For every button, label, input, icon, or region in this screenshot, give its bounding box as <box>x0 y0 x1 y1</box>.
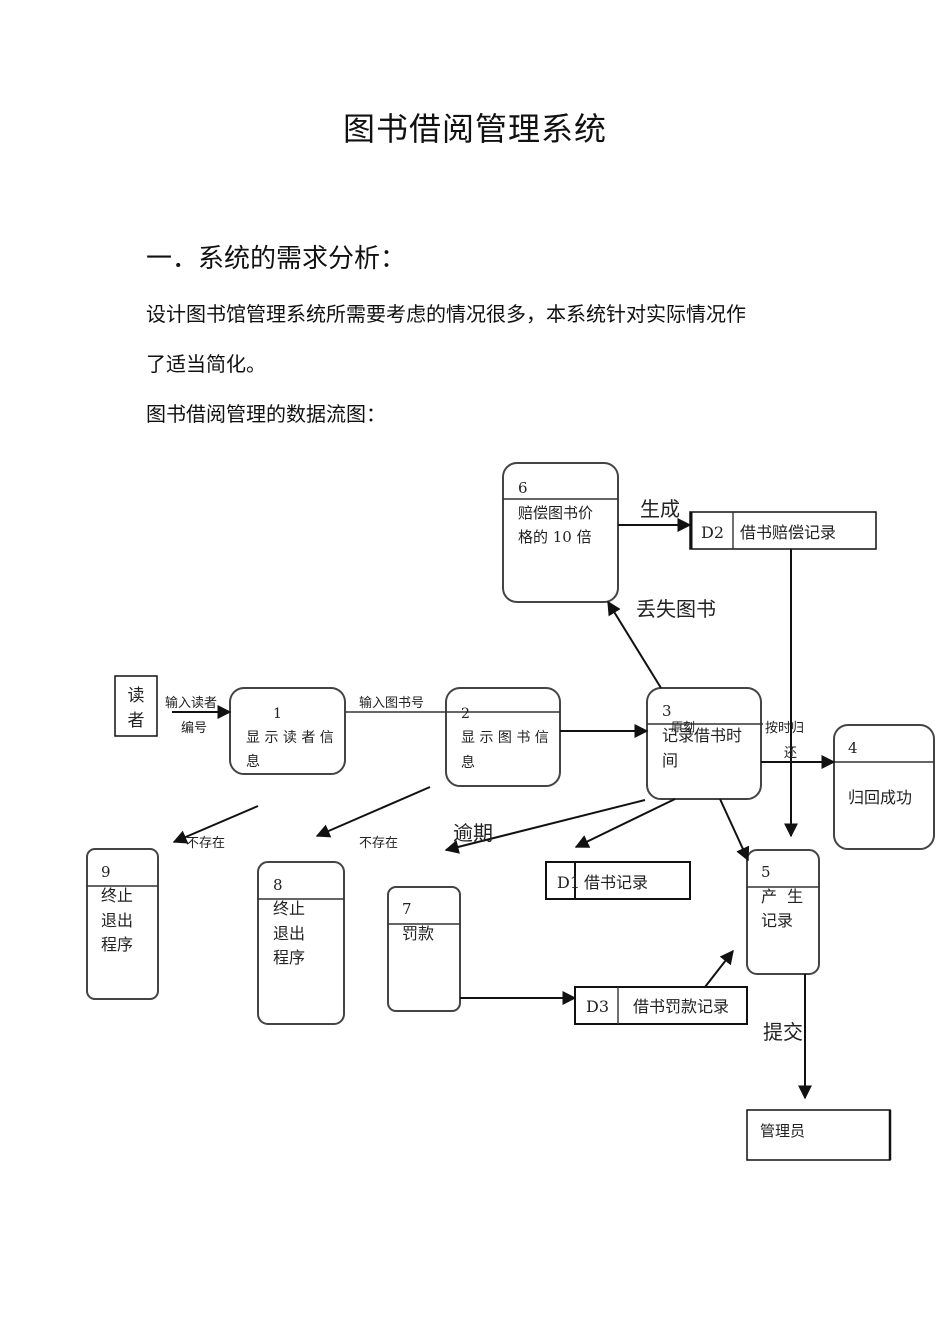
store-d2-name: 借书赔偿记录 <box>740 523 836 542</box>
admin-label: 管理员 <box>760 1122 805 1140</box>
label-submit: 提交 <box>763 1020 803 1044</box>
paragraph-line-1: 设计图书馆管理系统所需要考虑的情况很多，本系统针对实际情况作 <box>146 302 746 326</box>
label-not-exist-a: 不存在 <box>186 836 225 851</box>
process-6-line-2: 格的 10 倍 <box>518 528 592 546</box>
process-6-line-1: 赔偿图书价 <box>518 504 593 522</box>
process-3-line-2: 间 <box>662 751 678 770</box>
process-6-id: 6 <box>518 479 528 497</box>
document-title: 图书借阅管理系统 <box>342 110 607 148</box>
process-8-line-3: 程序 <box>273 948 305 967</box>
flow-p2-to-p8 <box>315 786 431 838</box>
process-7-line-1: 罚款 <box>402 924 434 943</box>
process-9-line-1: 终止 <box>101 886 133 905</box>
label-overdue: 逾期 <box>453 821 493 845</box>
process-7: 7 罚款 <box>387 886 461 1012</box>
section-heading: 一．系统的需求分析： <box>146 244 407 274</box>
process-9: 9 终止 退出 程序 <box>86 848 159 1000</box>
label-lost-book: 丢失图书 <box>636 597 716 621</box>
process-8-line-1: 终止 <box>273 899 305 918</box>
process-2: 2 显 示 图 书 信 息 <box>445 687 561 787</box>
label-input-reader-1: 输入读者 <box>165 695 217 711</box>
store-d3-name: 借书罚款记录 <box>633 997 729 1016</box>
process-3: 3 原刻 记录借书时 间 <box>646 687 762 800</box>
process-3-line-1: 记录借书时 <box>662 726 742 745</box>
process-2-line-2: 息 <box>461 754 475 771</box>
flow-p3-to-d1 <box>574 798 676 848</box>
process-1-line-1: 显 示 读 者 信 <box>246 729 334 746</box>
store-d2-id: D2 <box>701 523 724 542</box>
process-2-id: 2 <box>461 706 470 722</box>
reader-label-2: 者 <box>128 711 145 731</box>
process-3-overlay: 原刻 <box>671 720 695 734</box>
process-1: 1 显 示 读 者 信 息 <box>229 687 346 775</box>
label-input-reader-2: 编号 <box>181 721 207 736</box>
flow-p3-to-p6 <box>607 600 662 689</box>
process-4-id: 4 <box>848 739 858 757</box>
data-store-d2: D2 借书赔偿记录 <box>689 511 877 550</box>
process-9-line-3: 程序 <box>101 935 133 954</box>
store-d3-id: D3 <box>586 997 609 1016</box>
diagram-caption: 图书借阅管理的数据流图： <box>146 402 386 426</box>
store-d1-id: D1 <box>557 873 580 892</box>
data-store-d3: D3 借书罚款记录 <box>574 986 748 1025</box>
process-5-line-2: 记录 <box>761 911 793 930</box>
flow-d3-to-p5 <box>704 949 734 988</box>
label-return-on-time-1: 按时归 <box>765 721 804 736</box>
flow-p1-to-p9 <box>172 805 259 844</box>
paragraph-line-2: 了适当简化。 <box>146 352 266 376</box>
process-2-line-1: 显 示 图 书 信 <box>461 730 549 746</box>
process-6: 6 赔偿图书价 格的 10 倍 <box>502 462 619 603</box>
process-9-id: 9 <box>101 863 111 881</box>
process-9-line-2: 退出 <box>101 911 133 930</box>
data-store-d1: D1 借书记录 <box>545 861 691 900</box>
entity-reader: 读 者 <box>114 675 158 737</box>
process-7-id: 7 <box>402 900 412 918</box>
process-4: 4 归回成功 <box>833 724 935 850</box>
label-return-on-time-2: 还 <box>784 746 797 761</box>
flow-p3-to-p7 <box>444 799 646 854</box>
process-1-id: 1 <box>273 706 282 722</box>
process-8-id: 8 <box>273 876 283 894</box>
process-8: 8 终止 退出 程序 <box>257 861 345 1025</box>
store-d1-name: 借书记录 <box>584 873 648 892</box>
label-generate: 生成 <box>640 497 680 521</box>
process-8-line-2: 退出 <box>273 924 305 943</box>
process-5-id: 5 <box>761 863 771 881</box>
label-input-book: 输入图书号 <box>359 695 424 711</box>
label-not-exist-b: 不存在 <box>359 836 398 851</box>
reader-label-1: 读 <box>128 686 145 706</box>
process-1-line-2: 息 <box>246 753 260 770</box>
entity-admin: 管理员 <box>746 1109 892 1161</box>
process-5-line-1: 产 生 <box>761 887 803 906</box>
flow-p3-to-p5 <box>719 798 750 862</box>
process-3-id: 3 <box>662 702 672 720</box>
process-5: 5 产 生 记录 <box>746 849 820 975</box>
process-4-line-1: 归回成功 <box>848 788 912 807</box>
